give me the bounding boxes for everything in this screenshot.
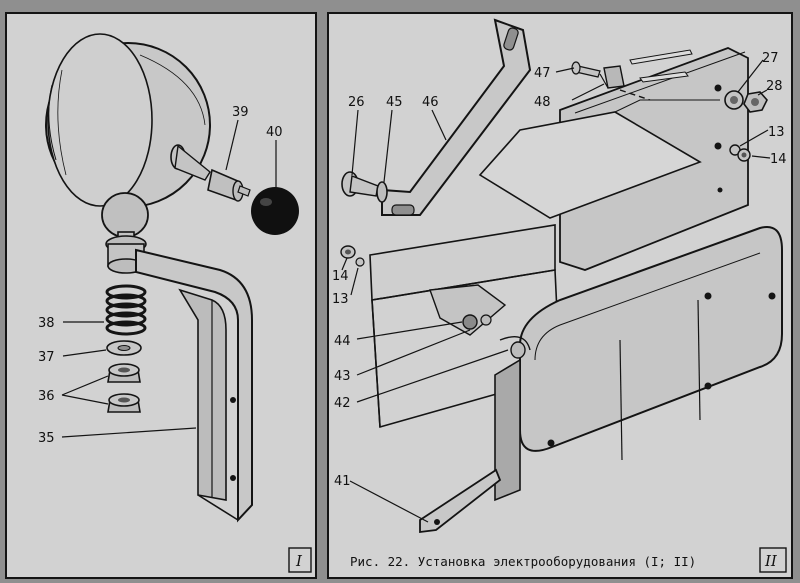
callout-37: 37 [38, 350, 55, 365]
nut-36-upper-icon [107, 363, 141, 383]
callout-41: 41 [334, 474, 351, 489]
spring-38-icon [105, 284, 147, 336]
washers-13-14-right-icon [729, 144, 751, 162]
nut-27-icon [724, 90, 744, 110]
callout-14-right: 14 [770, 152, 787, 167]
callout-47: 47 [534, 66, 551, 81]
panel-left-roman: I [295, 552, 303, 570]
panel-right: 26 45 46 47 48 27 28 13 14 14 13 44 43 4… [327, 12, 793, 579]
callout-36: 36 [38, 389, 55, 404]
callout-13-left: 13 [332, 292, 349, 307]
callout-45: 45 [386, 95, 403, 110]
panel-right-index-box [759, 547, 787, 573]
housing-icon [369, 224, 561, 429]
knob-40-icon [251, 187, 299, 235]
leaders-right [341, 59, 771, 523]
stud-39-icon [170, 144, 251, 202]
callout-28: 28 [766, 79, 783, 94]
callout-26: 26 [348, 95, 365, 110]
rear-lamp-icon [494, 226, 783, 502]
washers-13-14-left-icon [340, 245, 365, 267]
callout-35: 35 [38, 431, 55, 446]
callout-13-right: 13 [768, 125, 785, 140]
callout-42: 42 [334, 396, 351, 411]
washer-37-icon [106, 340, 142, 356]
callout-14-left: 14 [332, 269, 349, 284]
callout-27: 27 [762, 51, 779, 66]
nut-36-lower-icon [107, 393, 141, 413]
cover-plate-icon [478, 99, 720, 219]
clip-48-icon [599, 65, 625, 89]
nut-28-icon [743, 91, 768, 113]
bracket-41-icon [419, 468, 502, 534]
callout-46: 46 [422, 95, 439, 110]
bolt-26-icon [341, 171, 388, 203]
screw-47-icon [571, 61, 601, 78]
panel-left: 39 40 38 37 36 35 I [5, 12, 317, 579]
leaders-left [61, 119, 277, 438]
callout-38: 38 [38, 316, 55, 331]
panel-right-roman: II [764, 552, 778, 570]
bracket-46-icon [381, 18, 532, 216]
strip-icon [619, 49, 693, 101]
callout-48: 48 [534, 95, 551, 110]
bracket-35-icon [135, 248, 253, 523]
callout-44: 44 [334, 334, 351, 349]
callout-39: 39 [232, 105, 249, 120]
lamp-head-icon [45, 33, 211, 208]
callout-40: 40 [266, 125, 283, 140]
panel-left-index-box [288, 547, 312, 573]
figure-caption: Рис. 22. Установка электрооборудования (… [350, 554, 696, 569]
callout-43: 43 [334, 369, 351, 384]
